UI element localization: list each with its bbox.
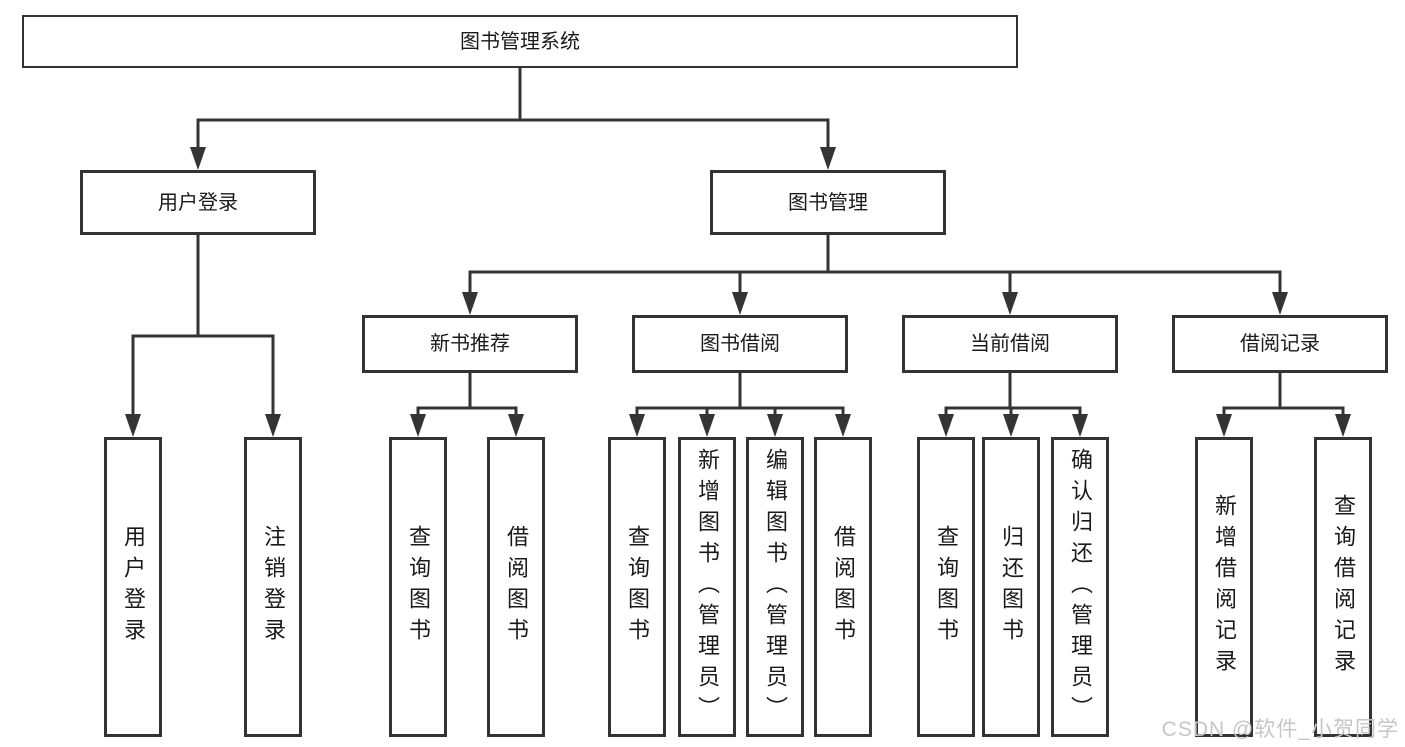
connector-line	[131, 235, 275, 414]
leaf-current-return-books: 归还图书	[982, 437, 1040, 737]
connector-current-borrow-to-leaves	[938, 373, 1088, 437]
leaf-logout: 注销登录	[244, 437, 302, 737]
leaf-current-query-books: 查询图书	[917, 437, 975, 737]
node-book-borrow: 图书借阅	[632, 315, 848, 373]
arrowhead	[125, 414, 281, 437]
arrowhead	[629, 414, 851, 437]
arrowhead	[462, 292, 1288, 315]
connector-user-login-to-leaves	[125, 235, 281, 437]
arrowhead	[1216, 414, 1351, 437]
node-new-book-recommend: 新书推荐	[362, 315, 578, 373]
node-book-management: 图书管理	[710, 170, 946, 235]
leaf-borrow-borrow-books: 借阅图书	[814, 437, 872, 737]
leaf-user-login: 用户登录	[104, 437, 162, 737]
node-user-login: 用户登录	[80, 170, 316, 235]
connector-line	[944, 373, 1082, 414]
connector-root-to-level2	[190, 68, 836, 170]
connector-line	[468, 235, 1282, 292]
arrowhead	[938, 414, 1088, 437]
connector-book-borrow-to-leaves	[629, 373, 851, 437]
arrowhead	[190, 147, 836, 170]
leaf-borrow-query-books: 查询图书	[608, 437, 666, 737]
csdn-watermark: CSDN @软件_小贺同学	[1161, 718, 1399, 741]
leaf-current-confirm-return-admin: 确认归还（管理员）	[1051, 437, 1109, 737]
node-current-borrow: 当前借阅	[902, 315, 1118, 373]
connector-new-book-to-leaves	[410, 373, 524, 437]
connector-line	[196, 68, 830, 147]
connector-line	[635, 373, 845, 414]
arrowhead	[410, 414, 524, 437]
leaf-records-add-borrow-record: 新增借阅记录	[1195, 437, 1253, 737]
connector-book-management-to-level3	[462, 235, 1288, 315]
leaf-new-book-borrow-books: 借阅图书	[487, 437, 545, 737]
leaf-records-query-borrow-record: 查询借阅记录	[1314, 437, 1372, 737]
connector-line	[416, 373, 518, 414]
node-borrow-records: 借阅记录	[1172, 315, 1388, 373]
leaf-new-book-query-books: 查询图书	[389, 437, 447, 737]
leaf-borrow-add-books-admin: 新增图书（管理员）	[678, 437, 736, 737]
connector-line	[1222, 373, 1345, 414]
node-library-management-system: 图书管理系统	[22, 15, 1018, 68]
leaf-borrow-edit-books-admin: 编辑图书（管理员）	[746, 437, 804, 737]
connector-borrow-records-to-leaves	[1216, 373, 1351, 437]
